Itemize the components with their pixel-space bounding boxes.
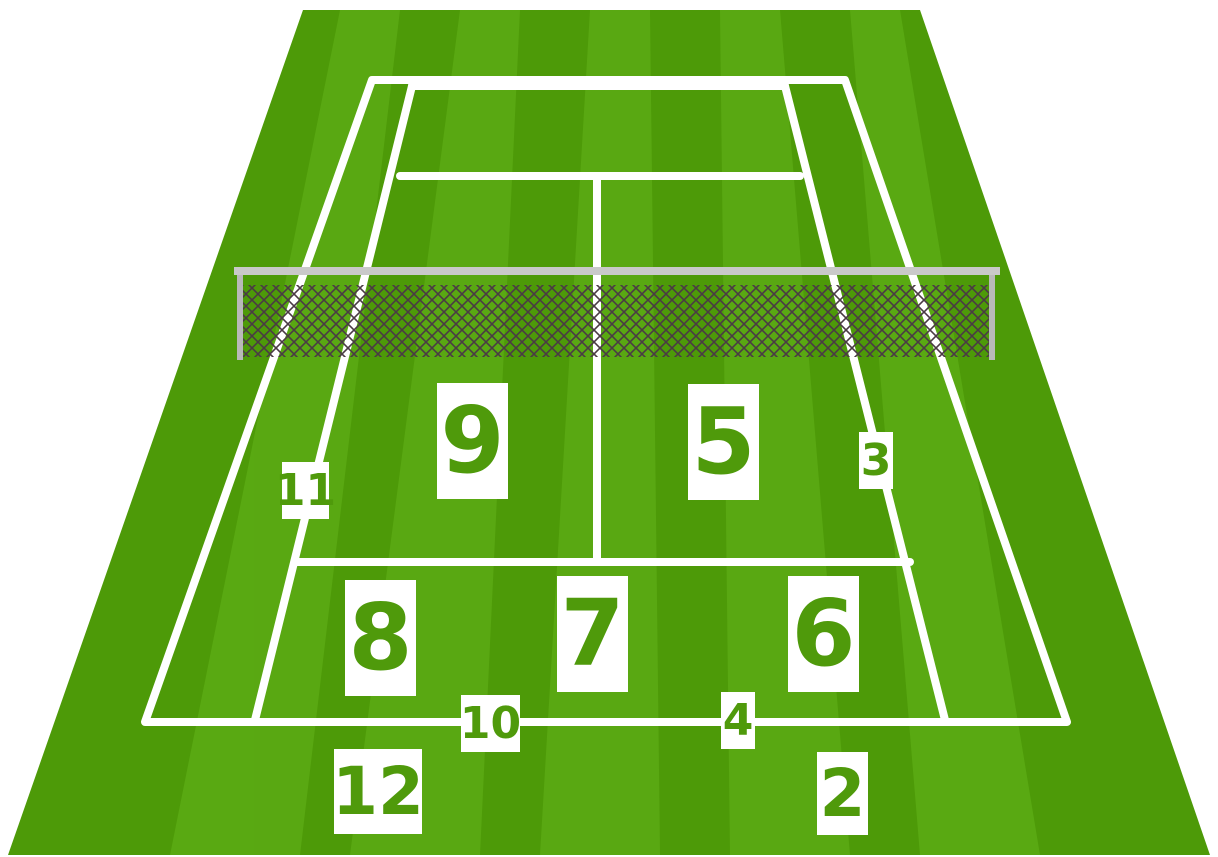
zone-11-label[interactable]: 11 bbox=[282, 462, 329, 519]
zone-4-label[interactable]: 4 bbox=[721, 692, 755, 749]
zone-2-label[interactable]: 2 bbox=[817, 752, 868, 835]
zone-6-label[interactable]: 6 bbox=[788, 576, 859, 692]
zone-7-label[interactable]: 7 bbox=[557, 576, 628, 692]
zone-3-label[interactable]: 3 bbox=[859, 432, 893, 489]
zone-9-label[interactable]: 9 bbox=[437, 383, 508, 499]
zone-10-label[interactable]: 10 bbox=[461, 695, 520, 752]
zone-8-label[interactable]: 8 bbox=[345, 580, 416, 696]
zone-12-label[interactable]: 12 bbox=[334, 749, 422, 834]
zone-5-label[interactable]: 5 bbox=[688, 384, 759, 500]
